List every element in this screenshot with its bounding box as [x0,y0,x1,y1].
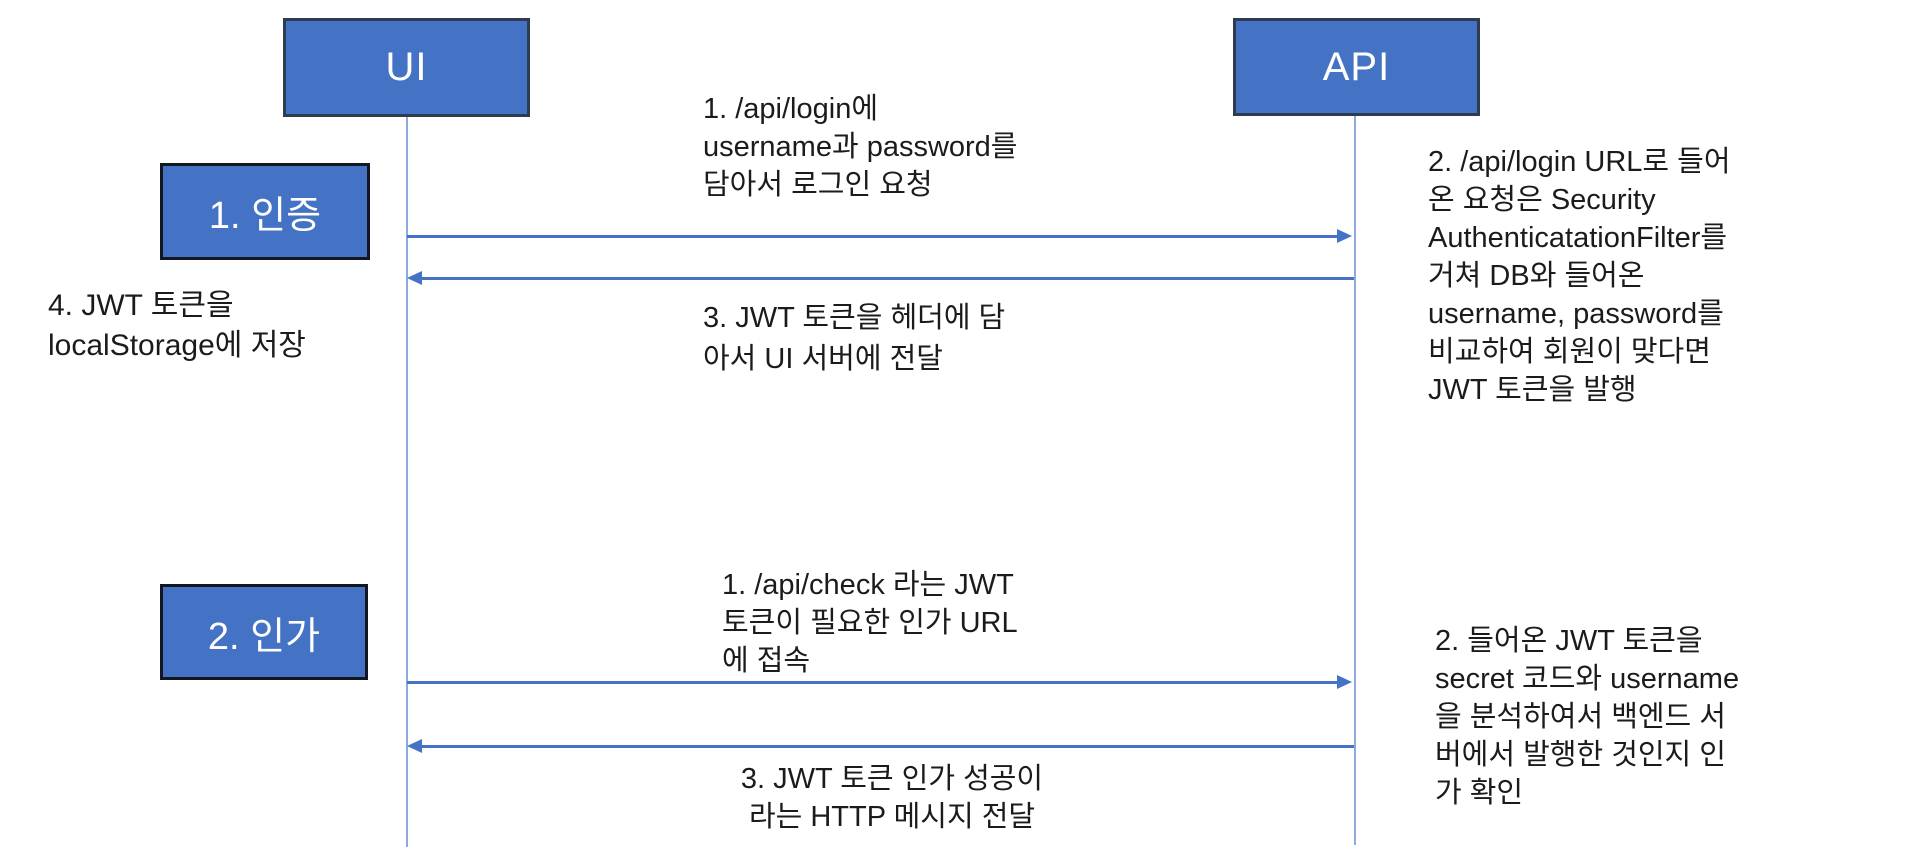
text-line: 라는 HTTP 메시지 전달 [748,801,1036,833]
text-line: 3. JWT 토큰 인가 성공이 [740,763,1044,795]
arrowhead-left-icon [407,271,422,285]
text-line: 비교하여 회원이 맞다면 [1428,336,1711,368]
arrow-login-request [407,229,1352,243]
section-box-authorization: 2. 인가 [160,584,368,680]
api-lifeline [1354,115,1356,845]
text-line: JWT 토큰을 발행 [1428,374,1637,406]
text-line: 3. JWT 토큰을 헤더에 담 [703,302,1006,334]
text-line: secret 코드와 username [1435,663,1740,695]
arrow-shaft [419,277,1354,280]
arrow-shaft [407,681,1340,684]
text-line: 1. /api/check 라는 JWT [722,569,1014,601]
section-box-authentication: 1. 인증 [160,163,370,260]
note-local-storage: 4. JWT 토큰을 localStorage에 저장 [48,286,306,366]
text-line: username과 password를 [703,131,1018,163]
text-line: 버에서 발행한 것인지 인 [1435,739,1726,771]
message-token-response-text: 3. JWT 토큰을 헤더에 담 아서 UI 서버에 전달 [703,298,1005,380]
text-line: 에 접속 [722,645,811,677]
message-login-request-text: 1. /api/login에 username과 password를 담아서 로… [703,90,1018,204]
arrow-shaft [419,745,1354,748]
arrowhead-left-icon [407,739,422,753]
message-check-response-text: 3. JWT 토큰 인가 성공이 라는 HTTP 메시지 전달 [741,760,1043,836]
ui-lifeline [406,116,408,847]
note-api-authz-process: 2. 들어온 JWT 토큰을 secret 코드와 username 을 분석하… [1435,622,1739,812]
message-check-request-text: 1. /api/check 라는 JWT 토큰이 필요한 인가 URL 에 접속 [722,566,1018,680]
text-line: 을 분석하여서 백엔드 서 [1435,701,1726,733]
text-line: 가 확인 [1435,777,1524,809]
text-line: 아서 UI 서버에 전달 [703,343,943,375]
section-label-authentication: 1. 인증 [208,195,322,237]
text-line: 4. JWT 토큰을 [48,289,234,322]
text-line: 2. 들어온 JWT 토큰을 [1435,625,1703,657]
text-line: localStorage에 저장 [48,329,306,362]
text-line: username, password를 [1428,298,1724,330]
text-line: 온 요청은 Security [1428,184,1656,216]
arrow-shaft [407,235,1340,238]
arrow-check-request [407,675,1352,689]
actor-label-ui: UI [385,45,428,89]
actor-box-ui: UI [283,18,530,117]
text-line: AuthenticatationFilter를 [1428,222,1728,254]
text-line: 1. /api/login에 [703,93,879,125]
text-line: 2. /api/login URL로 들어 [1428,146,1731,178]
actor-label-api: API [1322,44,1391,89]
arrowhead-right-icon [1337,675,1352,689]
arrow-token-response [407,271,1354,285]
note-api-auth-process: 2. /api/login URL로 들어 온 요청은 Security Aut… [1428,143,1731,409]
arrowhead-right-icon [1337,229,1352,243]
text-line: 담아서 로그인 요청 [703,169,933,201]
text-line: 거쳐 DB와 들어온 [1428,260,1645,292]
actor-box-api: API [1233,18,1480,116]
text-line: 토큰이 필요한 인가 URL [722,607,1018,639]
arrow-check-response [407,739,1354,753]
section-label-authorization: 2. 인가 [207,615,321,658]
